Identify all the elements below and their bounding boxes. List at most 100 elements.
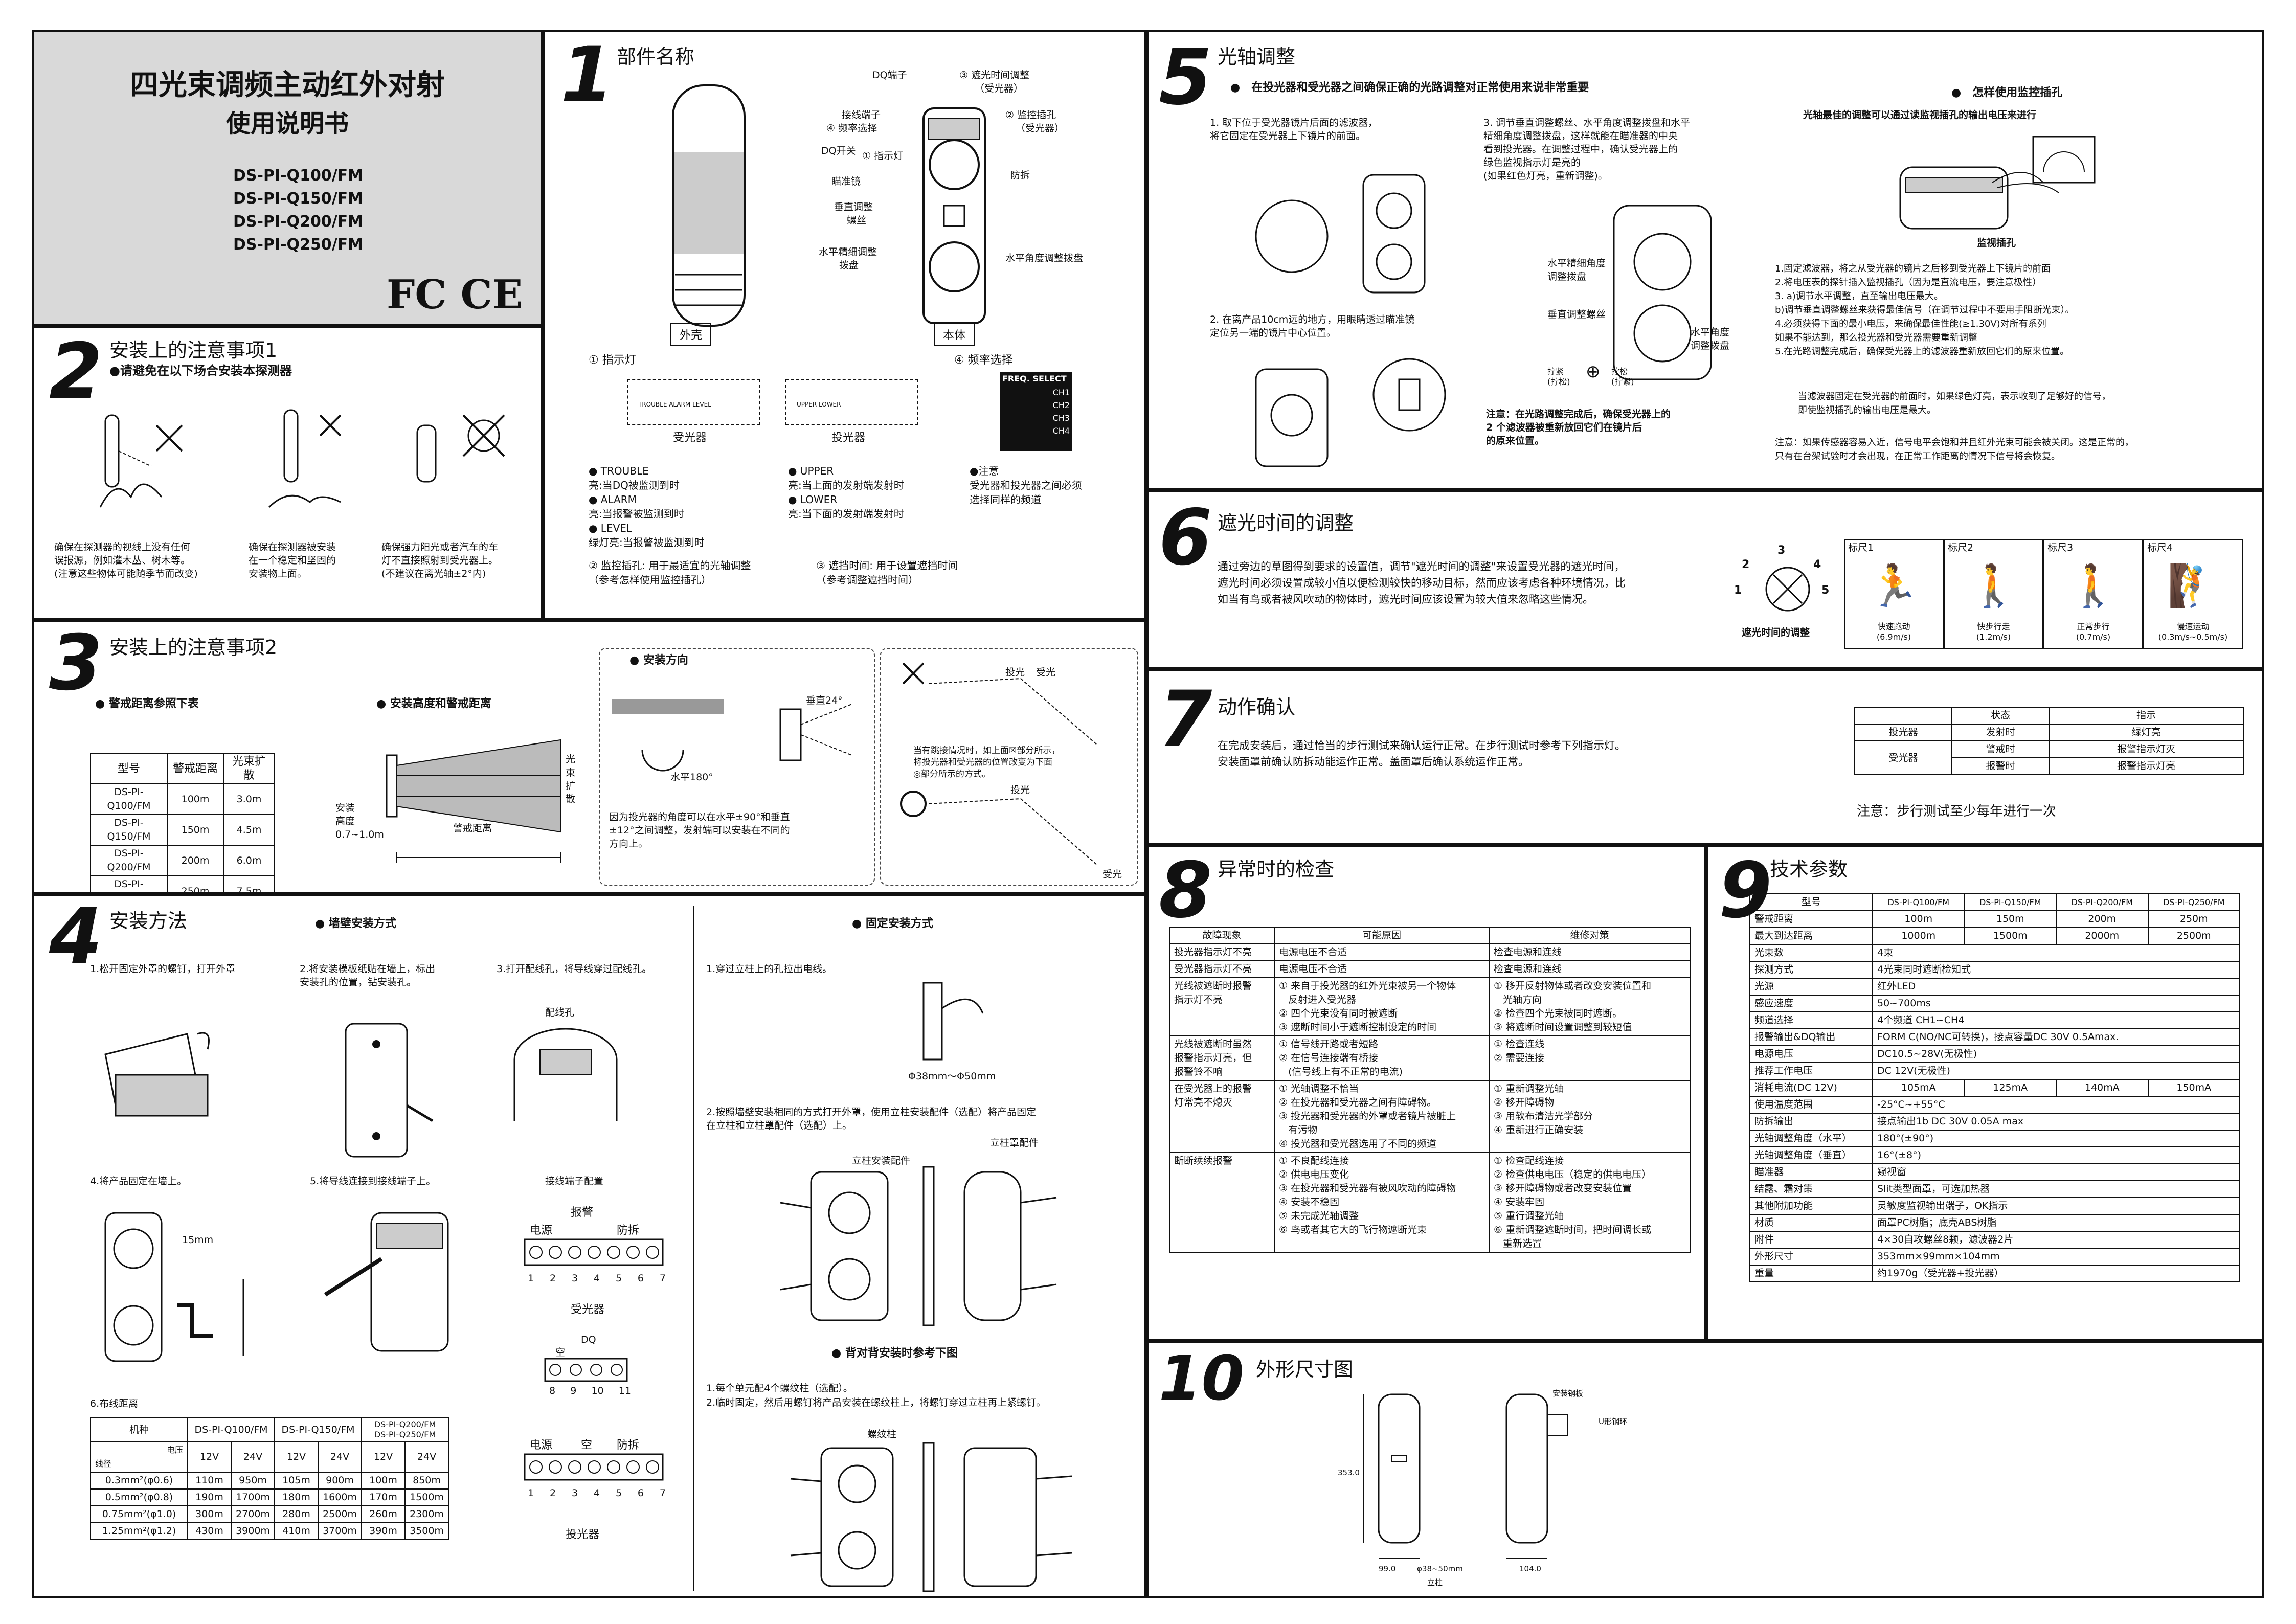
depth-dim: 104.0: [1519, 1564, 1541, 1573]
open-cover-illustration: [104, 1032, 210, 1117]
btb-note-1: 1.每个单元配4个螺纹柱（选配）。: [706, 1383, 853, 1394]
btb-note-2: 2.临时固定，然后用螺钉将产品安装在螺纹柱上，将螺钉穿过立柱再上紧螺钉。: [706, 1397, 1046, 1408]
cross-talk-text: 当有跳接情况时，如上面☒部分所示， 将投光器和受光器的位置改变为下面 ◎部分所示…: [913, 746, 1061, 779]
ts-cell: ① 光轴调整不恰当 ② 在投光器和受光器之间有障碍物。 ③ 投光器和受光器的外罩…: [1274, 1080, 1490, 1153]
height-distance-subtitle: ● 安装高度和警戒距离: [376, 697, 491, 710]
wd-cell: 850m: [404, 1472, 449, 1490]
section-2-title: 安装上的注意事项1: [109, 339, 278, 362]
thread-post-label: 螺纹柱: [867, 1429, 897, 1440]
caution-3-text: 确保强力阳光或者汽车的车 灯不直接照射到受光器上。 (不建议在离光轴±2°内): [381, 542, 499, 579]
spec-key: 最大到达距离: [1749, 927, 1873, 945]
guard-distance-label: 警戒距离: [453, 823, 492, 834]
section-3-title: 安装上的注意事项2: [109, 636, 278, 659]
voltmeter-illustration: [1899, 136, 2096, 230]
spec-val: 2500m: [2147, 927, 2240, 945]
ts-cell: 受光器指示灯不亮: [1169, 960, 1275, 978]
distance-table-subtitle: ● 警戒距离参照下表: [95, 697, 199, 710]
rx-term-label-3: 防拆: [617, 1224, 640, 1237]
section-2-subtitle: ●请避免在以下场合安装本探测器: [109, 364, 292, 378]
rx-term-label-2: 报警: [571, 1206, 594, 1219]
axis-adjust-head: ● 在投光器和受光器之间确保正确的光路调整对正常使用来说非常重要: [1230, 81, 1589, 94]
freq-ch1: CH1: [1052, 388, 1070, 397]
spec-key: 警戒距离: [1749, 910, 1873, 928]
table-cell: DS-PI-Q250/FM: [90, 875, 168, 892]
cross-talk-diagram: [900, 662, 1098, 866]
wd-cell: 180m: [274, 1488, 319, 1506]
section-1-title: 部件名称: [617, 46, 695, 68]
beam-spread-diagram: [386, 739, 561, 863]
part-label-terminal: 接线端子: [842, 109, 881, 121]
section-5-title: 光轴调整: [1218, 46, 1296, 68]
spec-head: 型号: [1749, 893, 1873, 911]
spec-val: 50~700ms: [1872, 995, 2240, 1012]
wd-volt: 12V: [187, 1441, 232, 1473]
install-direction-title: ● 安装方向: [629, 654, 688, 667]
pole-diameter: Φ38mm～Φ50mm: [908, 1071, 996, 1082]
wd-cell: 900m: [318, 1472, 362, 1490]
certification-marks: FC CE: [387, 272, 523, 318]
table-cell: 6.0m: [223, 845, 275, 876]
spec-val: 4束: [1872, 944, 2240, 962]
cover-subtitle: 使用说明书: [226, 109, 349, 138]
monitor-jack-sub: 光轴最佳的调整可以通过读监视插孔的输出电压来进行: [1803, 109, 2037, 121]
walk-test-table: 状态指示 投光器发射时绿灯亮 受光器警戒时报警指示灯灭 报警时报警指示灯亮: [1854, 707, 2244, 775]
pole-step-1: 1.穿过立柱上的孔拉出电线。: [706, 963, 832, 975]
section-3-number: 3: [49, 620, 103, 708]
wd-cell: 260m: [361, 1505, 406, 1523]
term-num: 7: [659, 1273, 666, 1284]
term-num: 7: [659, 1487, 666, 1499]
spec-val: DC 12V(无极性): [1872, 1062, 2240, 1080]
col-spread: 光束扩散: [223, 753, 275, 784]
wd-cell: 950m: [231, 1472, 275, 1490]
spec-val: 灵敏度监视输出端子，OK指示: [1872, 1197, 2240, 1215]
term-num: 1: [528, 1487, 534, 1499]
scale-1-speed: 快速跑动 (6.9m/s): [1876, 622, 1911, 642]
wd-cell: 0.5mm²(φ0.8): [90, 1488, 188, 1506]
unit-body-drawing: [922, 107, 986, 324]
wiring-distance-title: 6.布线距离: [90, 1398, 139, 1409]
term-num: 5: [615, 1273, 622, 1284]
unstable-mount-illustration: [268, 409, 342, 508]
spec-val: 180°(±90°): [1872, 1130, 2240, 1147]
tx-term-label-3: 防拆: [617, 1439, 640, 1452]
monitor-jack-label: 监视插孔: [1977, 237, 2016, 249]
term-num: 3: [571, 1487, 578, 1499]
wt-cell: 报警时: [1951, 757, 2050, 775]
spec-key: 感应速度: [1749, 995, 1873, 1012]
cover-model-1: DS-PI-Q100/FM: [233, 167, 363, 185]
wt-cell: 警戒时: [1951, 740, 2050, 758]
fine-dial-label: 水平精细角度 调整拨盘: [1547, 258, 1606, 282]
spec-key: 其他附加功能: [1749, 1197, 1873, 1215]
spec-val: 200m: [2056, 910, 2149, 928]
wd-cell: 280m: [274, 1505, 319, 1523]
part-label-sight: 瞄准镜: [831, 176, 861, 187]
troubleshooting-table: 故障现象可能原因维修对策 投光器指示灯不亮电源电压不合适检查电源和连线 受光器指…: [1169, 927, 1691, 1253]
spec-key: 推荐工作电压: [1749, 1062, 1873, 1080]
wd-cell: 1.25mm²(φ1.2): [90, 1522, 188, 1540]
cover-title: 四光束调频主动红外对射: [130, 69, 445, 102]
terminal-config-title: 接线端子配置: [545, 1176, 604, 1187]
freq-select-table: FREQ. SELECT CH1 CH2 CH3 CH4: [1000, 372, 1072, 451]
spec-key: 防拆输出: [1749, 1113, 1873, 1131]
ts-cell: ① 重新调整光轴 ② 移开障碍物 ③ 用软布清洁光学部分 ④ 重新进行正确安装: [1489, 1080, 1691, 1153]
table-cell: DS-PI-Q100/FM: [90, 783, 168, 815]
part-label-rx-2: （受光器）: [1016, 123, 1065, 134]
part-label-dq-switch: DQ开关: [821, 145, 856, 156]
spec-val: Slit类型面罩，可选加热器: [1872, 1180, 2240, 1198]
wd-cell: 2700m: [231, 1505, 275, 1523]
rx-label-bottom: 受光: [1102, 869, 1122, 880]
pole-cover-label: 立柱罩配件: [990, 1137, 1039, 1148]
wd-cell: 410m: [274, 1522, 319, 1540]
spec-val: 红外LED: [1872, 978, 2240, 996]
scale-4-panel: 标尺4 🧗 慢速运动 (0.3m/s~0.5m/s): [2143, 539, 2243, 649]
wt-cell: 投光器: [1854, 724, 1952, 741]
back-to-back-title: ● 背对背安装时参考下图: [831, 1347, 958, 1360]
wd-cell: 2500m: [318, 1505, 362, 1523]
divider: [693, 906, 694, 1591]
spec-val: 353mm×99mm×104mm: [1872, 1248, 2240, 1266]
ts-cell: 光线被遮断时报警 指示灯不亮: [1169, 977, 1275, 1036]
section-4-title: 安装方法: [109, 910, 188, 932]
part-label-vertical-adj: 垂直调整: [834, 201, 873, 213]
section-8-title: 异常时的检查: [1218, 858, 1335, 881]
